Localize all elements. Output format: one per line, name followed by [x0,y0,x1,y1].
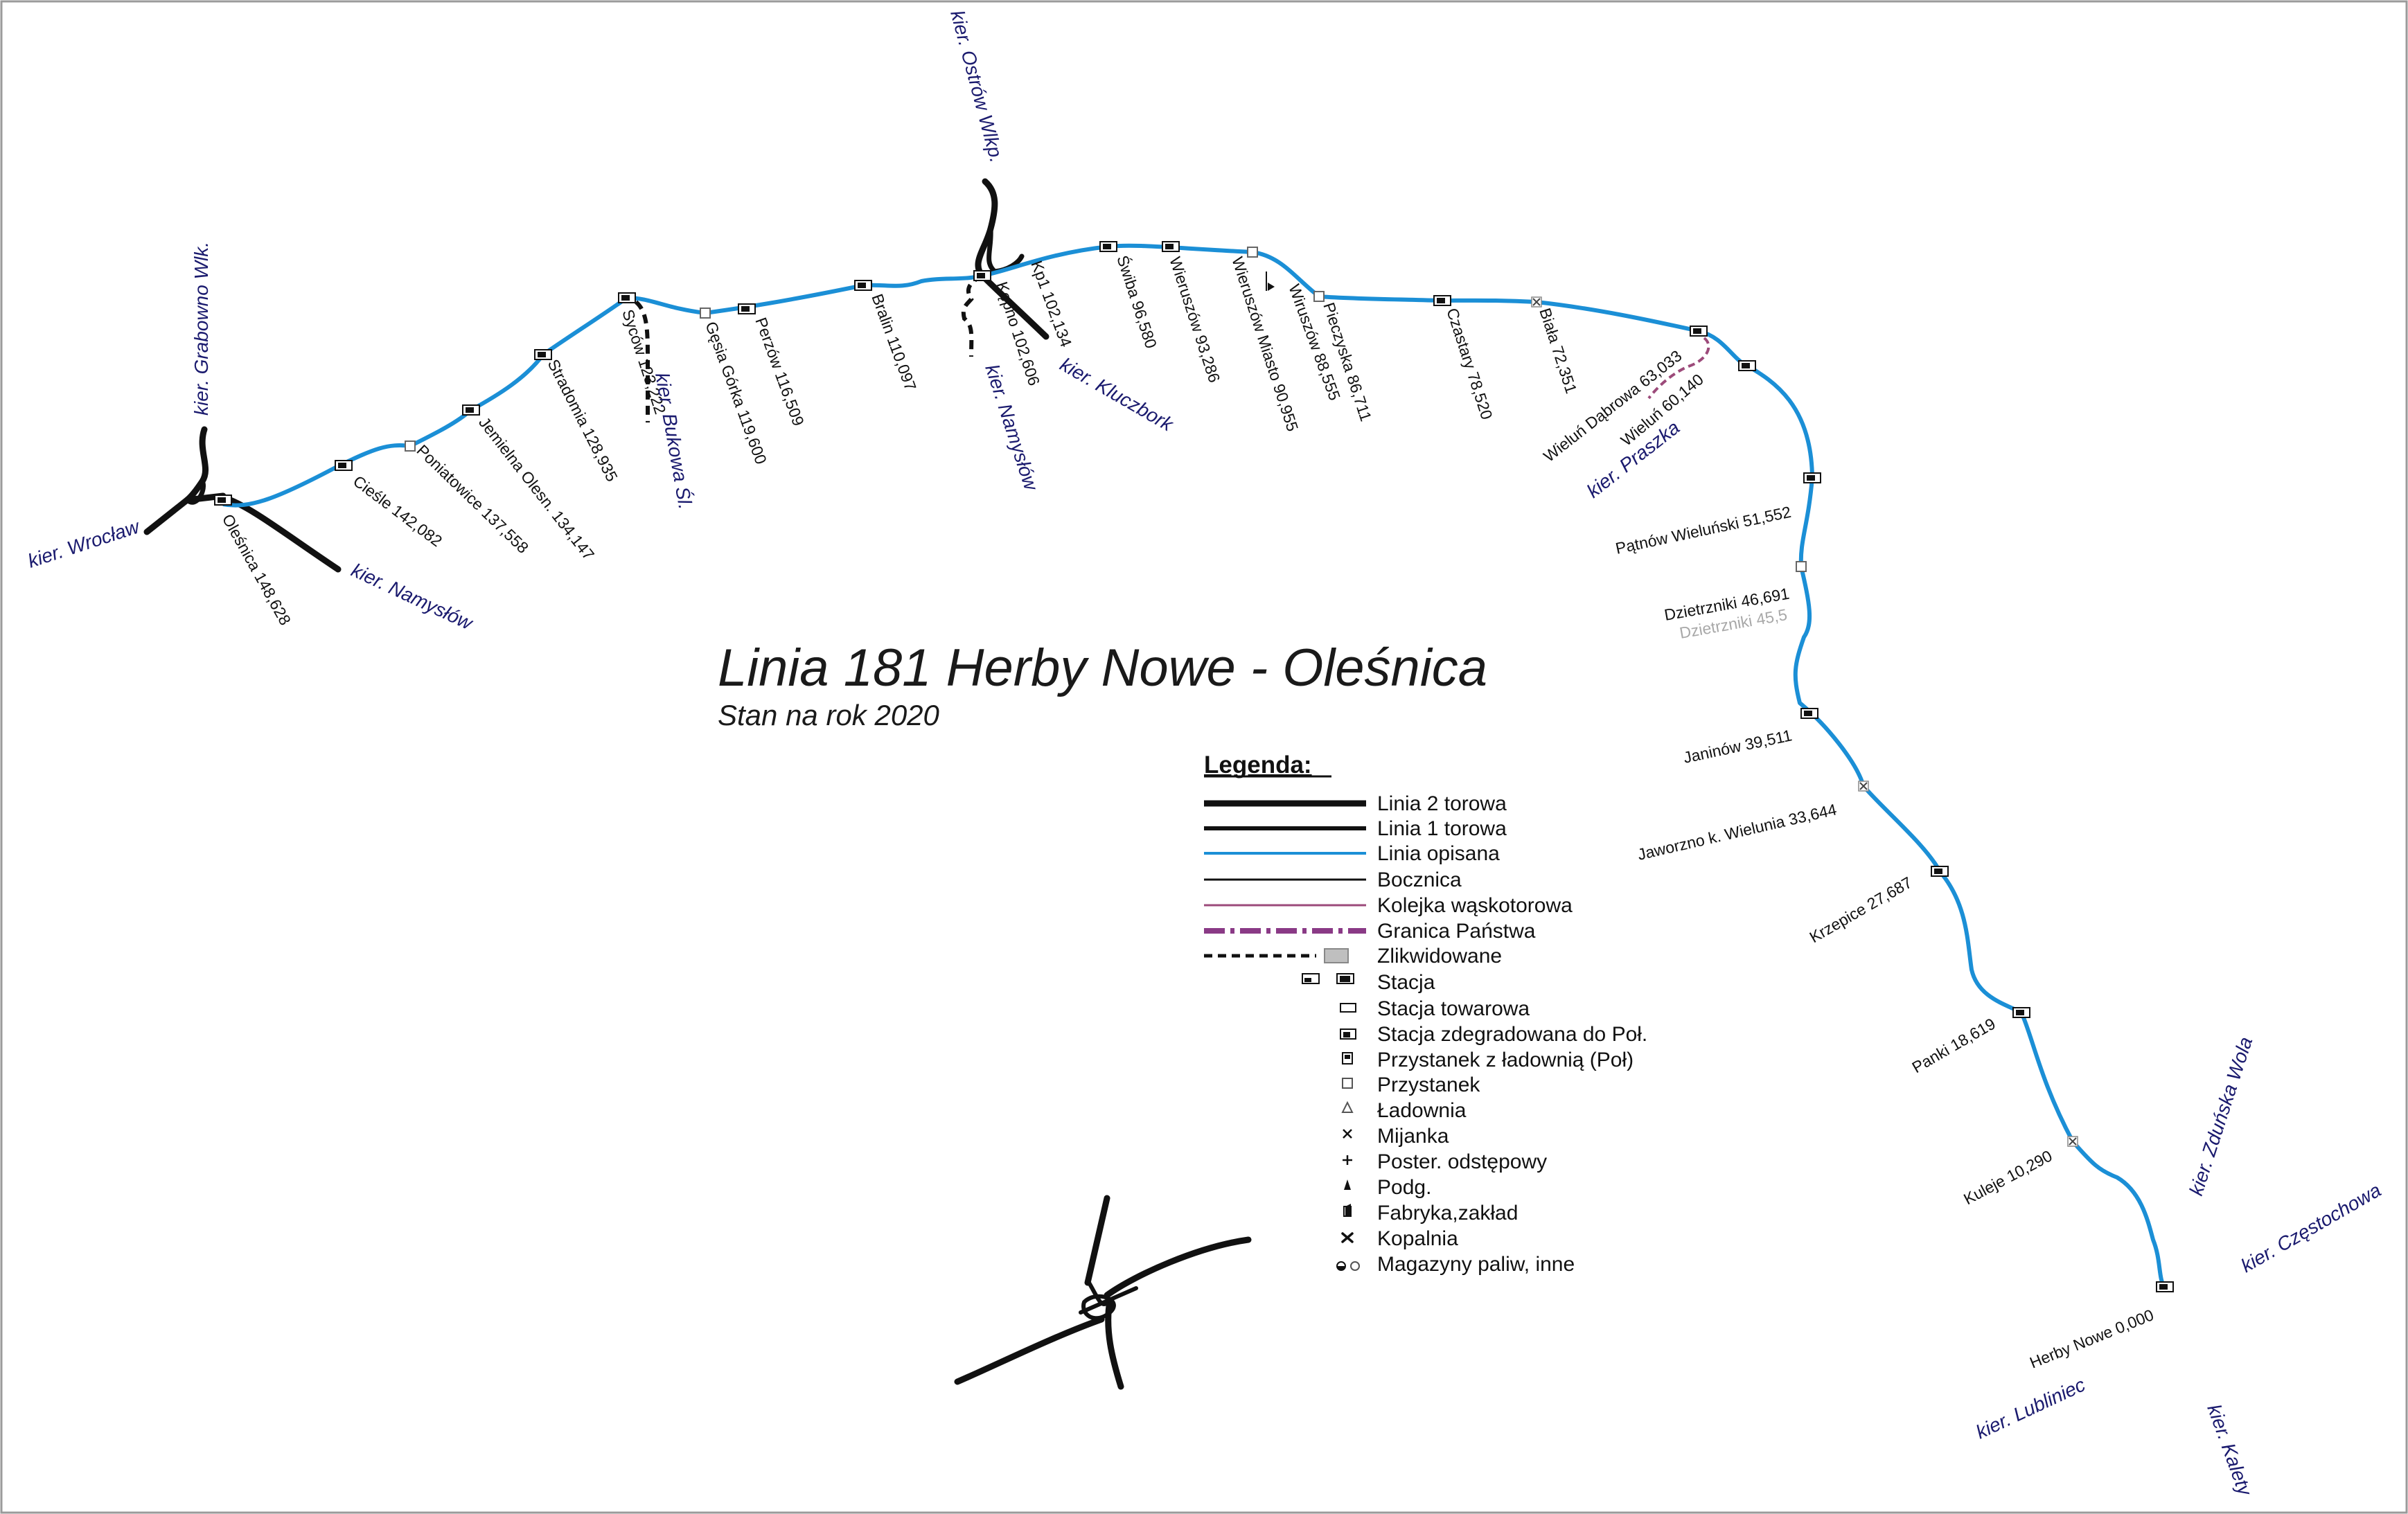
station-marker-panki [2012,1007,2030,1018]
legend: Legenda: [1204,751,1647,1276]
line-181-described [222,243,2167,1290]
line-kalety [1105,1297,1124,1390]
legend-label-freight: Stacja towarowa [1377,997,1530,1020]
legend-heading: Legenda: [1204,751,1312,778]
line-herby-link [1079,1286,1138,1315]
legend-icon-freight [1340,1003,1356,1013]
legend-label-loading: Ładownia [1377,1099,1467,1122]
line-czestochowa [1104,1236,1252,1299]
legend-icon-loading [1341,1101,1354,1113]
legend-label-described: Linia opisana [1377,842,1500,865]
station-markers [214,241,2174,1292]
legend-icon-passing [1343,1129,1352,1139]
line-namyslow-olesnica [220,494,342,573]
legend-icon-podg [1344,1179,1351,1190]
station-marker-jaworzno [1858,781,1869,792]
station-marker-krzepice [1931,866,1949,877]
legend-label-stoploading: Przystanek z ładownią (Poł) [1377,1049,1634,1071]
legend-icon-fuel [1336,1261,1360,1271]
station-marker-sycow [618,292,636,303]
legend-label-podg: Podg. [1377,1176,1431,1199]
station-marker-kuleje [2067,1136,2078,1147]
legend-icon-stoploading [1342,1052,1353,1065]
legend-label-station: Stacja [1377,971,1435,994]
station-marker-kepno [973,270,991,281]
station-marker-patnow [1803,472,1821,483]
legend-icon-block [1343,1155,1352,1165]
legend-label-block: Poster. odstępowy [1377,1150,1547,1173]
closed-lines [634,274,984,422]
legend-label-stop: Przystanek [1377,1074,1480,1096]
station-marker-jemielna [462,404,480,416]
legend-label-border: Granica Państwa [1377,920,1536,943]
station-marker-biala [1531,296,1542,308]
station-marker-wiruszow [1266,271,1275,291]
station-marker-stradomia [534,349,552,360]
closed-namyslow-kepno [961,274,984,357]
station-marker-ciesle [335,460,353,471]
legend-label-mine: Kopalnia [1377,1227,1458,1250]
line-lubliniec [954,1316,1105,1385]
legend-icon-factory [1343,1204,1352,1217]
legend-icon-degraded [1340,1028,1356,1040]
legend-icon-closed-box [1324,948,1349,963]
legend-label-factory: Fabryka,zakład [1377,1202,1518,1224]
station-marker-poniatowice [405,440,416,452]
closed-bukowa [634,300,650,422]
legend-label-degraded: Stacja zdegradowana do Poł. [1377,1023,1647,1046]
station-marker-janinow [1800,708,1818,719]
station-marker-olesnica [214,495,232,506]
legend-label-passing: Mijanka [1377,1125,1449,1148]
station-marker-wielundabrowa [1690,326,1708,337]
line-wroclaw-curve [184,479,206,505]
station-marker-wieruszowm [1247,247,1258,258]
dir-grabowno: kier. Grabowno Wlk. [191,242,212,416]
station-marker-bralin [854,280,872,291]
line-ostrow-curve [986,226,998,274]
legend-label-narrow: Kolejka wąskotorowa [1377,894,1573,917]
station-marker-wieruszow [1162,241,1180,252]
station-marker-wielun [1738,360,1756,371]
legend-label-siding: Bocznica [1377,869,1462,891]
legend-label-closed: Zlikwidowane [1377,945,1502,968]
map-subtitle: Stan na rok 2020 [718,699,940,731]
legend-label-fuel: Magazyny paliw, inne [1377,1253,1575,1276]
station-marker-perzow [738,303,756,314]
line-zdunska-wola [1084,1195,1110,1286]
station-marker-gesia [700,308,711,319]
map-title: Linia 181 Herby Nowe - Oleśnica [718,639,1487,697]
station-marker-dzietrzniki [1796,561,1807,572]
station-marker-swiba [1099,241,1117,252]
legend-icon-stop [1342,1078,1353,1089]
station-marker-czastary [1433,295,1451,306]
legend-icon-mine [1341,1232,1354,1243]
narrow-gauge-praszka [1647,337,1710,400]
legend-label-double: Linia 2 torowa [1377,792,1507,815]
connecting-lines [143,178,1252,1390]
station-marker-herby [2156,1281,2174,1292]
station-marker-pieczyska [1313,291,1325,302]
legend-label-single: Linia 1 torowa [1377,817,1507,840]
legend-icon-station [1302,973,1354,984]
